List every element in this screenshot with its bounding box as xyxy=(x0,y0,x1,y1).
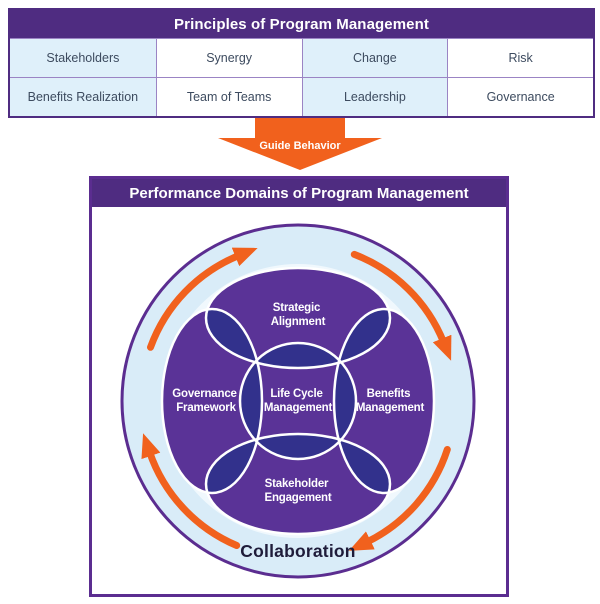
principle-cell-synergy: Synergy xyxy=(155,38,302,77)
label-stakeholder-engagement: Stakeholder Engagement xyxy=(264,478,331,504)
label-benefits-management: Benefits Management xyxy=(356,388,425,414)
collaboration-label: Collaboration xyxy=(240,541,355,561)
principles-title: Principles of Program Management xyxy=(10,10,593,38)
principle-cell-change: Change xyxy=(301,38,448,77)
principle-cell-benefits-realization: Benefits Realization xyxy=(10,77,156,116)
label-life-cycle-management: Life Cycle Management xyxy=(264,388,333,414)
performance-domains-box: Performance Domains of Program Managemen… xyxy=(89,176,509,597)
principle-cell-governance: Governance xyxy=(447,77,593,116)
principle-cell-team-of-teams: Team of Teams xyxy=(155,77,302,116)
domain-circle-life-cycle-management xyxy=(240,343,356,459)
domain-outlines xyxy=(160,266,436,536)
principles-grid: Stakeholders Synergy Change Risk Benefit… xyxy=(10,38,593,116)
clockwise-arrow-top-left-icon xyxy=(147,247,258,351)
label-strategic-alignment: Strategic Alignment xyxy=(271,302,326,328)
domains-diagram: Strategic Alignment Governance Framework… xyxy=(120,223,476,579)
clockwise-arrow-bottom-left-icon xyxy=(141,433,241,549)
clockwise-arrow-top-right-icon xyxy=(350,250,452,361)
principle-cell-stakeholders: Stakeholders xyxy=(10,38,156,77)
down-arrow-icon xyxy=(218,118,382,170)
guide-behavior-arrow: Guide Behavior xyxy=(218,118,382,170)
label-governance-framework: Governance Framework xyxy=(172,388,239,414)
principle-cell-leadership: Leadership xyxy=(301,77,448,116)
clockwise-arrow-bottom-right-icon xyxy=(348,446,451,551)
domains-title: Performance Domains of Program Managemen… xyxy=(92,179,506,207)
guide-arrow-label: Guide Behavior xyxy=(259,140,341,152)
principles-table: Principles of Program Management Stakeho… xyxy=(8,8,595,118)
principle-cell-risk: Risk xyxy=(447,38,593,77)
